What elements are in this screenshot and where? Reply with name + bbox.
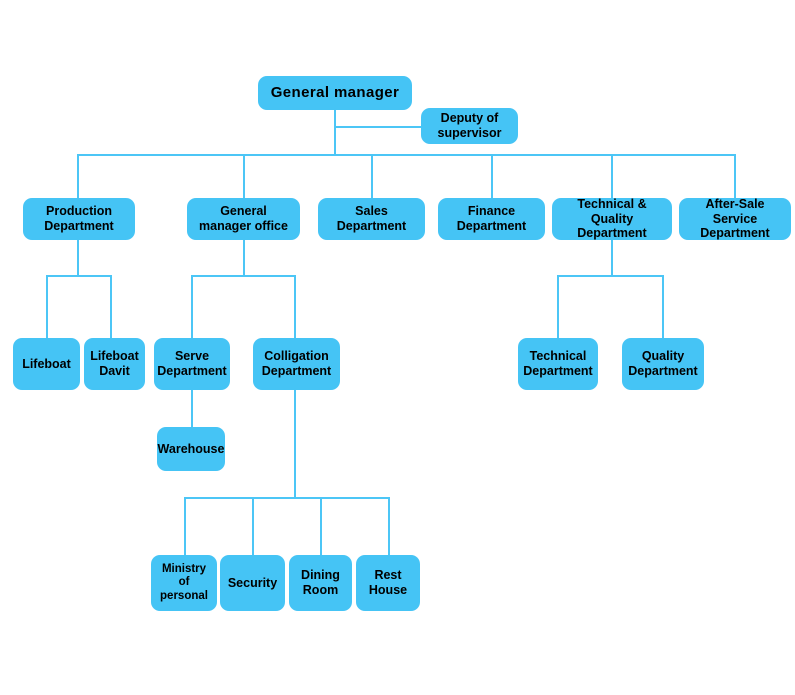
node-technical-quality-department[interactable]: Technical & Quality Department [552,197,672,240]
connector-gm-to-deputy [334,126,422,128]
connector-drop-quality [662,275,664,339]
connector-drop-after-sale [734,154,736,199]
connector-drop-security [252,497,254,556]
connector-drop-technical-quality [611,154,613,199]
node-quality-department[interactable]: Quality Department [622,338,704,390]
node-general-manager[interactable]: General manager [258,76,412,110]
node-after-sale-service-department[interactable]: After-Sale Service Department [679,197,791,240]
node-technical-department[interactable]: Technical Department [518,338,598,390]
node-dining-room[interactable]: Dining Room [289,555,352,611]
connector-drop-lifeboat-davit [110,275,112,339]
connector-gm-stem [334,110,336,156]
connector-drop-finance [491,154,493,199]
node-rest-house[interactable]: Rest House [356,555,420,611]
connector-serve-to-warehouse [191,390,193,428]
connector-drop-technical [557,275,559,339]
node-warehouse[interactable]: Warehouse [157,427,225,471]
connector-drop-rest-house [388,497,390,556]
node-security[interactable]: Security [220,555,285,611]
connector-drop-lifeboat [46,275,48,339]
connector-colligation-stem [294,390,296,498]
connector-drop-colligation [294,275,296,339]
node-general-manager-office[interactable]: General manager office [187,198,300,240]
connector-drop-sales [371,154,373,199]
node-sales-department[interactable]: Sales Department [318,198,425,240]
node-finance-department[interactable]: Finance Department [438,198,545,240]
connector-drop-gm-office [243,154,245,199]
connector-colligation-bus [184,497,389,499]
node-deputy-of-supervisor[interactable]: Deputy of supervisor [421,108,518,144]
connector-main-bus [77,154,736,156]
connector-drop-production [77,154,79,199]
node-colligation-department[interactable]: Colligation Department [253,338,340,390]
connector-production-bus [46,275,112,277]
connector-tq-bus [557,275,664,277]
node-lifeboat-davit[interactable]: Lifeboat Davit [84,338,145,390]
connector-gm-office-bus [191,275,296,277]
connector-gm-office-stem [243,240,245,276]
node-lifeboat[interactable]: Lifeboat [13,338,80,390]
node-ministry-of-personal[interactable]: Ministry of personal [151,555,217,611]
node-production-department[interactable]: Production Department [23,198,135,240]
connector-drop-dining-room [320,497,322,556]
node-serve-department[interactable]: Serve Department [154,338,230,390]
connector-production-stem [77,240,79,276]
connector-tq-stem [611,240,613,276]
connector-drop-serve [191,275,193,339]
connector-drop-ministry [184,497,186,556]
